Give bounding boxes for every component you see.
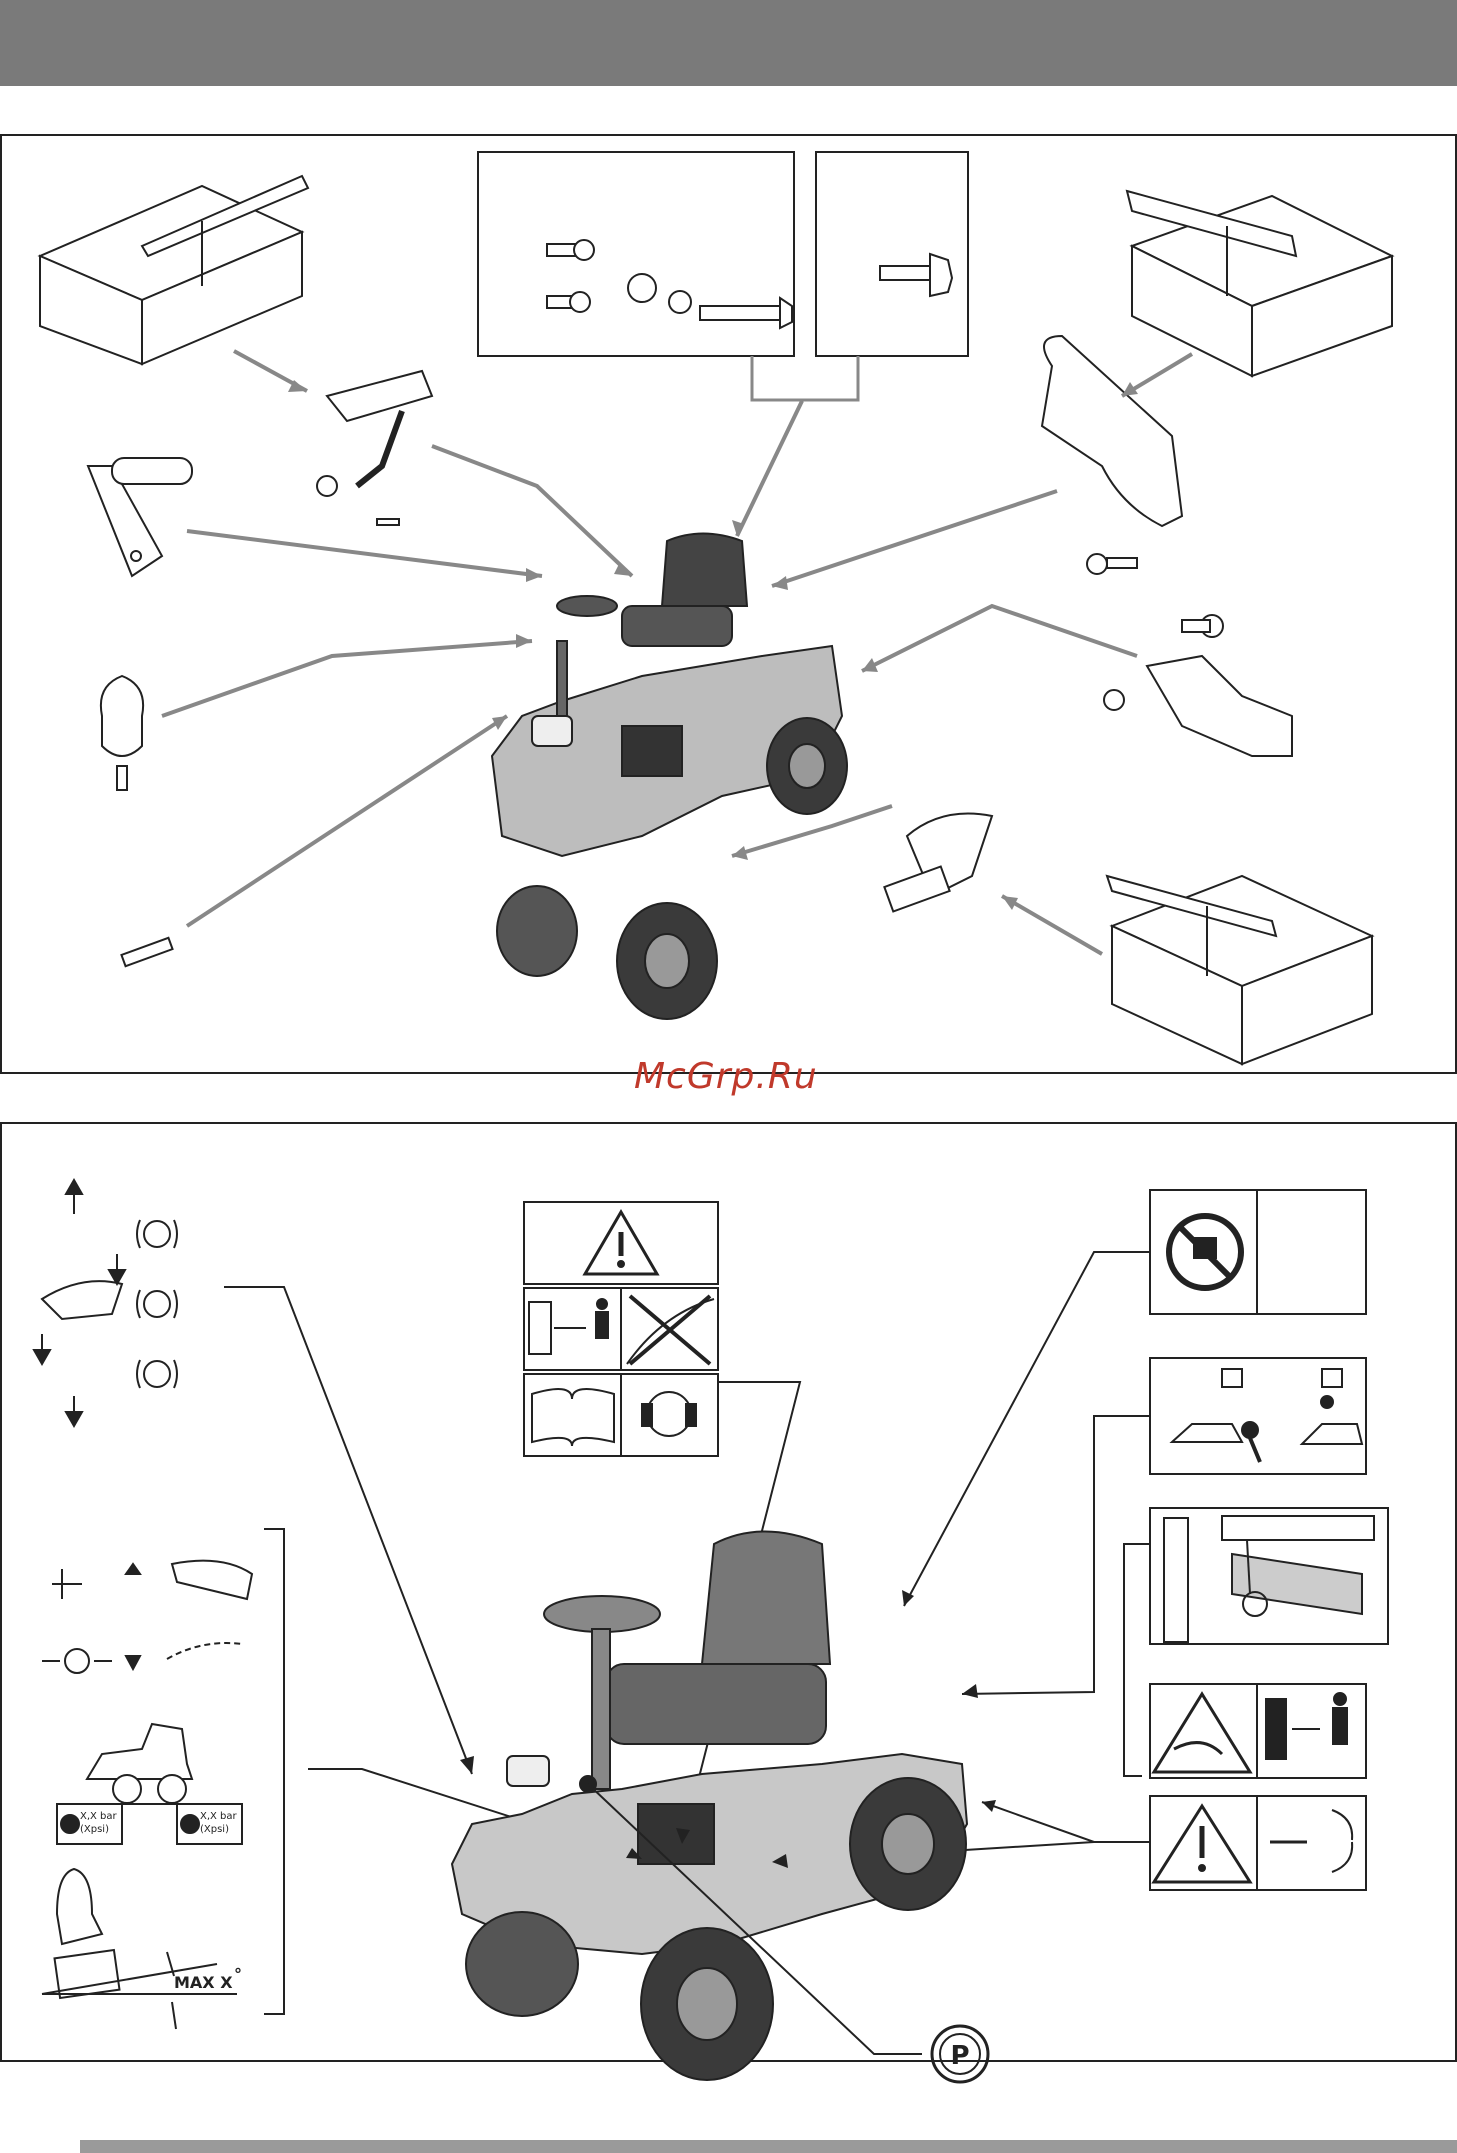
hand-cut-icon xyxy=(1154,1694,1250,1772)
pressure-unit: (Xpsi) xyxy=(200,1824,229,1835)
pressure-unit: (Xpsi) xyxy=(80,1824,109,1835)
rotate-blade-icon xyxy=(1270,1810,1352,1872)
box-icon xyxy=(1127,191,1392,376)
screw-icon xyxy=(547,240,792,328)
decals-illustration: MAX X ° X,X bar (Xpsi) X,X bar (Xpsi) xyxy=(2,1124,1457,2064)
lift-control-icon xyxy=(34,1180,177,1426)
bolt-icon xyxy=(880,254,952,296)
parking-symbol: P xyxy=(950,2041,969,2071)
tilt-label: MAX X xyxy=(174,1973,233,1992)
key-icon xyxy=(101,676,143,790)
seat-armrest-icon xyxy=(317,371,432,525)
no-slope-icon xyxy=(627,1296,714,1364)
no-load-icon xyxy=(1169,1216,1241,1288)
footer-bar xyxy=(80,2140,1457,2153)
slope-tilt-icon xyxy=(42,1869,237,2029)
decals-panel: MAX X ° X,X bar (Xpsi) X,X bar (Xpsi) xyxy=(0,1122,1457,2062)
warning-icon xyxy=(1154,1806,1250,1882)
hardware-kit-box xyxy=(478,152,794,356)
tipping-icon xyxy=(1172,1369,1362,1462)
manual-icon xyxy=(532,1389,614,1446)
distance-person-icon xyxy=(529,1299,608,1354)
pedal-icon xyxy=(42,1561,252,1673)
distance-person-icon xyxy=(1266,1693,1347,1759)
pressure-label: X,X bar xyxy=(200,1811,238,1822)
mower-tractor-icon xyxy=(452,1532,967,2081)
parts-panel xyxy=(0,134,1457,1074)
pressure-label: X,X bar xyxy=(80,1811,118,1822)
ear-protection-icon xyxy=(642,1392,696,1436)
pin-icon xyxy=(121,938,172,966)
lever-icon xyxy=(88,458,192,576)
hitch-icon xyxy=(1104,615,1292,756)
tilt-degree: ° xyxy=(234,1965,242,1984)
box-icon xyxy=(40,176,308,364)
parts-illustration xyxy=(2,136,1457,1076)
mower-tractor-icon xyxy=(492,534,847,1020)
box-icon xyxy=(1107,876,1372,1064)
warning-icon xyxy=(585,1212,657,1274)
hook-icon xyxy=(884,814,992,912)
watermark: McGrp.Ru xyxy=(634,1056,818,1097)
header-bar xyxy=(0,0,1457,86)
hardware-kit-box xyxy=(816,152,968,356)
